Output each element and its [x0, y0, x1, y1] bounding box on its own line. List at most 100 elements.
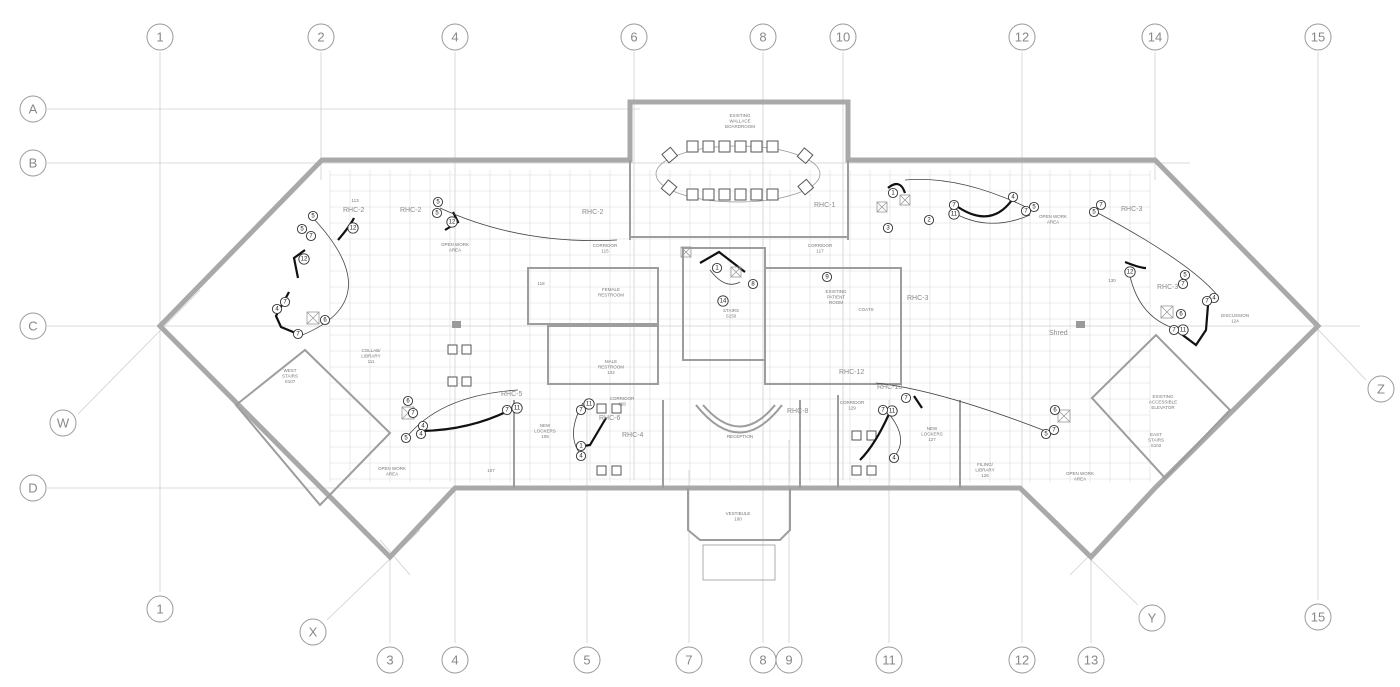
equipment-tag-label: 7 [1172, 327, 1176, 333]
equipment-tag: 12 [347, 222, 359, 234]
equipment-tag: 11 [1177, 324, 1189, 336]
unit-label-rhc-5: RHC-5 [501, 391, 522, 398]
equipment-tag-label: 7 [309, 233, 313, 239]
equipment-tag-label: 5 [300, 226, 304, 232]
grid-bubble-bottom-15: 15 [1304, 603, 1332, 631]
unit-label-rhc-12: RHC-12 [839, 369, 864, 376]
grid-bubble-label: 10 [836, 30, 850, 45]
equipment-tag: 7 [1201, 295, 1213, 307]
grid-bubble-row-C: C [19, 312, 47, 340]
grid-bubble-top-6: 6 [620, 23, 648, 51]
grid-bubble-label: 3 [386, 653, 393, 668]
equipment-tag: 2 [923, 214, 935, 226]
equipment-tag: 7 [1048, 424, 1060, 436]
grid-bubble-bottom-8: 8 [749, 646, 777, 674]
equipment-tag: 9 [821, 271, 833, 283]
equipment-tag: 7 [575, 404, 587, 416]
equipment-tag-label: 7 [1099, 202, 1103, 208]
grid-bubble-top-10: 10 [829, 23, 857, 51]
equipment-tag: 1 [887, 187, 899, 199]
equipment-tag-label: 5 [1183, 272, 1187, 278]
equipment-tag: 7 [407, 407, 419, 419]
grid-bubble-label: 4 [451, 30, 458, 45]
grid-bubble-bottom-12: 12 [1008, 646, 1036, 674]
unit-label-rhc-2-b: RHC-2 [400, 207, 421, 214]
note-shred: Shred [1049, 330, 1068, 337]
grid-bubble-top-8: 8 [749, 23, 777, 51]
grid-bubble-label: 4 [451, 653, 458, 668]
unit-label-rhc-1: RHC-1 [814, 202, 835, 209]
equipment-tag: 6 [319, 314, 331, 326]
grid-bubble-bottom-13: 13 [1077, 646, 1105, 674]
grid-bubble-label: 6 [630, 30, 637, 45]
equipment-tag: 7 [948, 199, 960, 211]
equipment-tag: 7 [279, 296, 291, 308]
grid-bubble-label: 5 [583, 653, 590, 668]
duct-runs [274, 178, 1219, 461]
equipment-tag: 4 [271, 303, 283, 315]
equipment-tag: 4 [888, 452, 900, 464]
equipment-tag-label: 11 [889, 408, 896, 414]
grid-bubble-label: 15 [1311, 30, 1325, 45]
equipment-tag-label: 4 [419, 431, 423, 437]
equipment-tag: 11 [511, 402, 523, 414]
equipment-tag: 5 [432, 196, 444, 208]
equipment-tag-label: 7 [881, 407, 885, 413]
room-label-coats: COATS [858, 307, 873, 312]
grid-bubble-top-14: 14 [1141, 23, 1169, 51]
equipment-tag-label: 11 [586, 401, 593, 407]
grid-bubble-bottom-9: 9 [775, 646, 803, 674]
grid-bubble-row-B: B [19, 149, 47, 177]
equipment-tag: 3 [882, 222, 894, 234]
equipment-tag-label: 11 [951, 211, 958, 217]
equipment-tag: 1 [711, 262, 723, 274]
equipment-tag: 12 [446, 216, 458, 228]
equipment-tag: 6 [1049, 404, 1061, 416]
grid-bubble-bottom-4: 4 [441, 646, 469, 674]
grid-bubble-label: B [29, 156, 38, 171]
grid-bubble-diag-Z: Z [1367, 375, 1395, 403]
grid-bubble-label: D [28, 481, 37, 496]
equipment-tag: 5 [307, 210, 319, 222]
grid-bubble-label: 7 [685, 653, 692, 668]
equipment-tag: 11 [583, 398, 595, 410]
equipment-tag-label: 7 [296, 331, 300, 337]
equipment-tag: 7 [1020, 205, 1032, 217]
equipment-tag: 4 [415, 428, 427, 440]
equipment-tag: 7 [1168, 324, 1180, 336]
equipment-tag: 5 [1028, 201, 1040, 213]
equipment-tag: 5 [1179, 269, 1191, 281]
unit-label-rhc-4: RHC-4 [622, 432, 643, 439]
equipment-tag-label: 4 [1011, 194, 1015, 200]
equipment-tag-label: 5 [311, 213, 315, 219]
equipment-tag: 5 [296, 223, 308, 235]
equipment-tag: 11 [948, 208, 960, 220]
equipment-tag-label: 7 [505, 407, 509, 413]
equipment-tag-label: 14 [720, 298, 727, 304]
equipment-tag-label: 5 [404, 435, 408, 441]
grid-bubble-top-4: 4 [441, 23, 469, 51]
equipment-tag: 14 [717, 295, 729, 307]
equipment-tag-label: 5 [436, 199, 440, 205]
room-label-reception: RECEPTION [727, 434, 753, 439]
equipment-tag-label: 6 [1053, 407, 1057, 413]
grid-bubble-label: 12 [1015, 653, 1029, 668]
unit-label-rhc-13: RHC-13 [877, 384, 902, 391]
grid-bubble-diag-W: W [49, 409, 77, 437]
equipment-tag-label: 6 [323, 317, 327, 323]
grid-bubble-label: 12 [1015, 30, 1029, 45]
